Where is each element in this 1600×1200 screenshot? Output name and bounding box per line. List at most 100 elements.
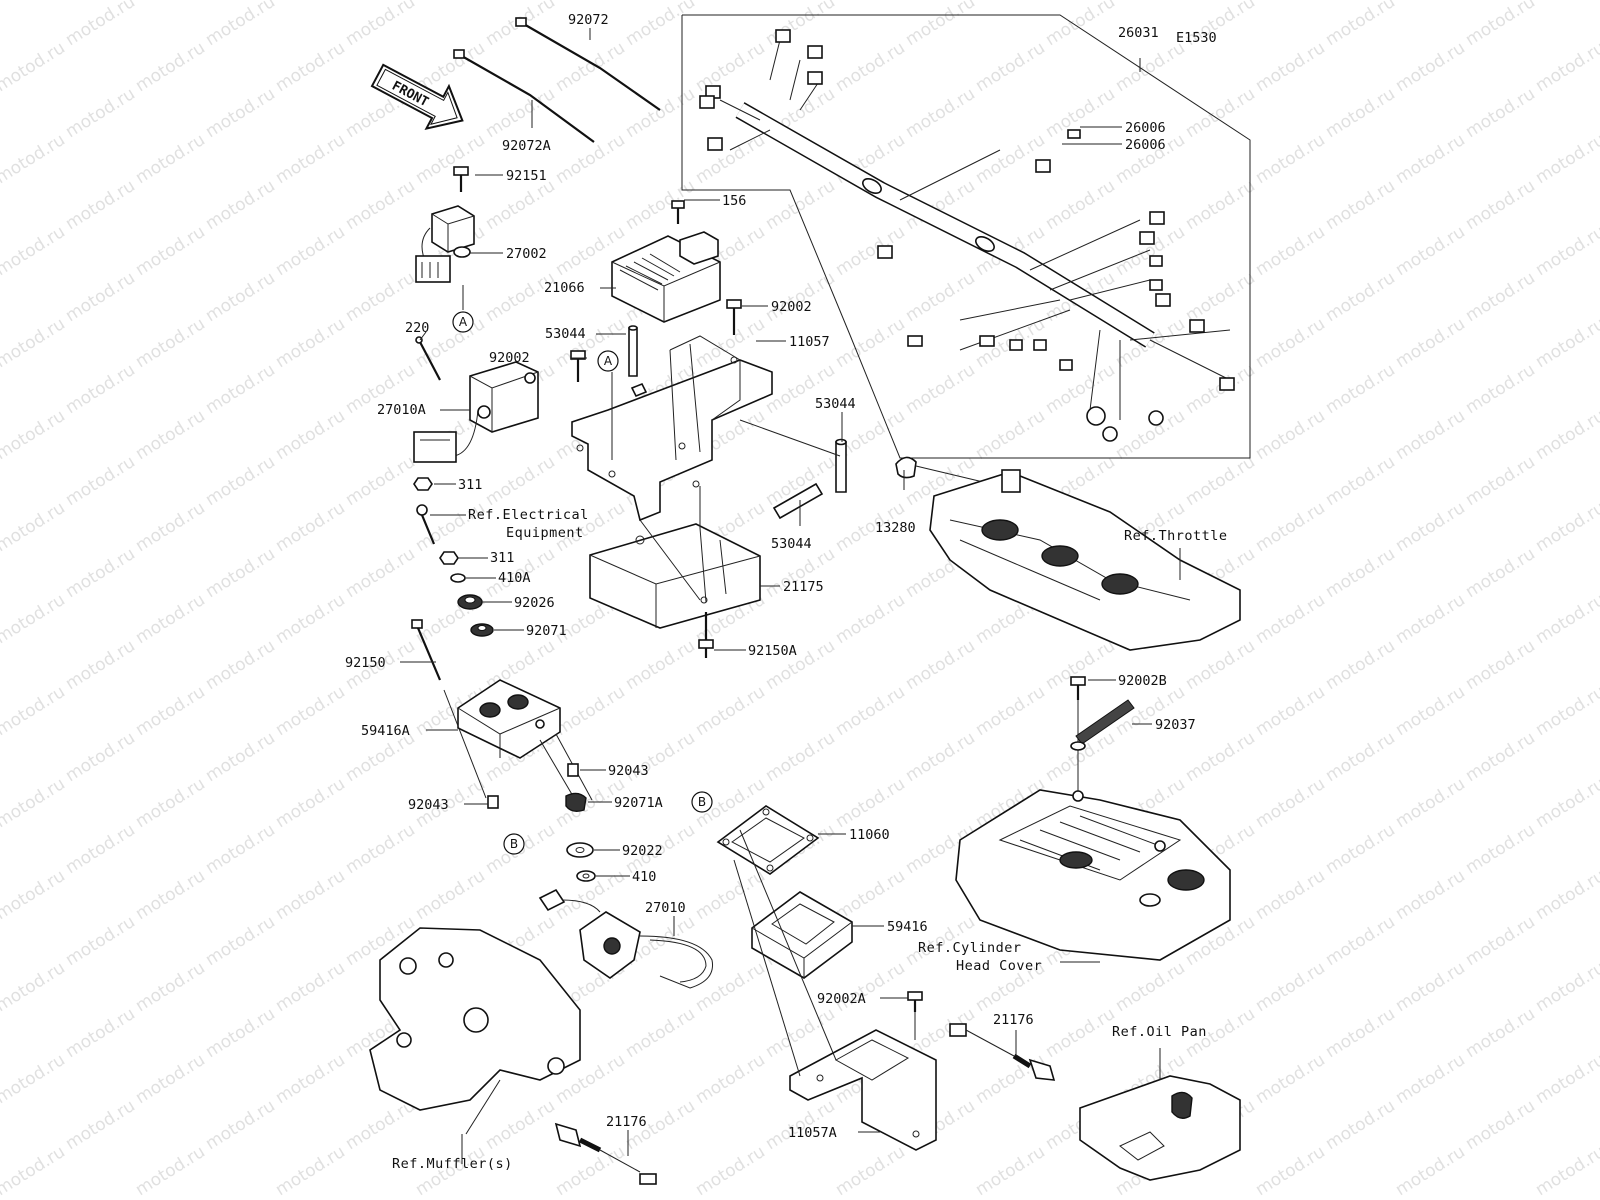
watermark-text: motod.ru — [1532, 774, 1600, 832]
watermark-text: motod.ru — [832, 38, 909, 96]
watermark-text: motod.ru — [1462, 544, 1539, 602]
watermark-text: motod.ru — [1532, 314, 1600, 372]
watermark-text: motod.ru — [1532, 0, 1600, 4]
watermark-text: motod.ru — [692, 866, 769, 924]
watermark-text: motod.ru — [202, 84, 279, 142]
watermark-text: motod.ru — [132, 1050, 209, 1108]
watermark-text: motod.ru — [0, 406, 69, 464]
bracket-11057A — [789, 1029, 937, 1151]
watermark-text: motod.ru — [62, 176, 139, 234]
watermark-text: motod.ru — [202, 820, 279, 878]
collar-92043-a — [567, 763, 579, 777]
sensor-27010 — [538, 888, 714, 989]
watermark-text: motod.ru — [0, 0, 69, 4]
washer-410 — [576, 870, 596, 882]
bracket-11057 — [571, 335, 773, 522]
watermark-text: motod.ru — [132, 866, 209, 924]
watermark-text: motod.ru — [0, 498, 69, 556]
watermark-text: motod.ru — [342, 268, 419, 326]
watermark-text: motod.ru — [1322, 728, 1399, 786]
damper-53044-b — [835, 438, 847, 493]
gasket-11060 — [716, 805, 820, 875]
watermark-text: motod.ru — [832, 590, 909, 648]
watermark-text: motod.ru — [1532, 866, 1600, 924]
watermark-text: motod.ru — [762, 268, 839, 326]
watermark-text: motod.ru — [272, 130, 349, 188]
label-220: 220 — [405, 320, 429, 336]
watermark-text: motod.ru — [1392, 0, 1469, 4]
watermark-text: motod.ru — [1322, 0, 1399, 50]
watermark-text: motod.ru — [1112, 0, 1189, 4]
label-53044-c: 53044 — [771, 536, 812, 552]
label-92026: 92026 — [514, 595, 555, 611]
label-21175: 21175 — [783, 579, 824, 595]
regulator-21066 — [611, 200, 721, 323]
guide-lines — [443, 316, 1079, 1077]
watermark-text: motod.ru — [1392, 682, 1469, 740]
watermark-text: motod.ru — [902, 728, 979, 786]
watermark-text: motod.ru — [1392, 314, 1469, 372]
label-92071: 92071 — [526, 623, 567, 639]
watermark-text: motod.ru — [62, 84, 139, 142]
watermark-text: motod.ru — [1252, 866, 1329, 924]
watermark-text: motod.ru — [1182, 452, 1259, 510]
label-92043-a: 92043 — [608, 763, 649, 779]
watermark-text: motod.ru — [272, 314, 349, 372]
watermark-text: motod.ru — [832, 682, 909, 740]
watermark-text: motod.ru — [132, 406, 209, 464]
watermark-text: motod.ru — [132, 130, 209, 188]
watermark-text: motod.ru — [272, 590, 349, 648]
svg-text:B: B — [510, 837, 518, 851]
label-311-b: 311 — [490, 550, 514, 566]
watermark-text: motod.ru — [342, 452, 419, 510]
watermark-text: motod.ru — [1252, 130, 1329, 188]
nut-311-a — [413, 477, 433, 491]
wiring-harness-26031 — [699, 29, 1235, 442]
watermark-text: motod.ru — [1322, 84, 1399, 142]
label-53044-a: 53044 — [545, 326, 586, 342]
bolt-92002A — [907, 991, 923, 1012]
watermark-text: motod.ru — [1042, 360, 1119, 418]
watermark-text: motod.ru — [202, 1004, 279, 1062]
ref-cylinder-head-line2: Head Cover — [956, 958, 1042, 974]
watermark-text: motod.ru — [1532, 958, 1600, 1016]
watermark-text: motod.ru — [202, 176, 279, 234]
watermark-text: motod.ru — [1252, 222, 1329, 280]
watermark-text: motod.ru — [1252, 1142, 1329, 1200]
watermark-text: motod.ru — [1462, 820, 1539, 878]
damper-53044-c — [772, 482, 824, 520]
watermark-text: motod.ru — [62, 636, 139, 694]
label-410: 410 — [632, 869, 656, 885]
label-92002A: 92002A — [817, 991, 866, 1007]
watermark-text: motod.ru — [972, 682, 1049, 740]
watermark-text: motod.ru — [692, 682, 769, 740]
label-26031: 26031 — [1118, 25, 1159, 41]
watermark-text: motod.ru — [62, 544, 139, 602]
watermark-text: motod.ru — [1252, 958, 1329, 1016]
watermark-text: motod.ru — [62, 0, 139, 50]
watermark-text: motod.ru — [1042, 176, 1119, 234]
muffler-ref — [369, 927, 581, 1111]
watermark-text: motod.ru — [692, 130, 769, 188]
watermark-text: motod.ru — [0, 682, 69, 740]
watermark-text: motod.ru — [972, 1142, 1049, 1200]
watermark-text: motod.ru — [832, 1142, 909, 1200]
watermark-text: motod.ru — [0, 774, 69, 832]
watermark-text: motod.ru — [62, 268, 139, 326]
svg-text:A: A — [459, 315, 468, 329]
watermark-text: motod.ru — [1392, 406, 1469, 464]
watermark-text: motod.ru — [972, 130, 1049, 188]
watermark-text: motod.ru — [1392, 130, 1469, 188]
watermark-text: motod.ru — [482, 84, 559, 142]
label-27002: 27002 — [506, 246, 547, 262]
watermark-text: motod.ru — [1462, 912, 1539, 970]
bolt-92002B — [1070, 676, 1086, 700]
grommet-92071 — [470, 623, 494, 637]
watermark-text: motod.ru — [482, 176, 559, 234]
watermark-text: motod.ru — [1252, 1050, 1329, 1108]
watermark-text: motod.ru — [0, 130, 69, 188]
watermark-text: motod.ru — [1392, 774, 1469, 832]
watermark-text: motod.ru — [1462, 1096, 1539, 1154]
watermark-text: motod.ru — [342, 0, 419, 50]
